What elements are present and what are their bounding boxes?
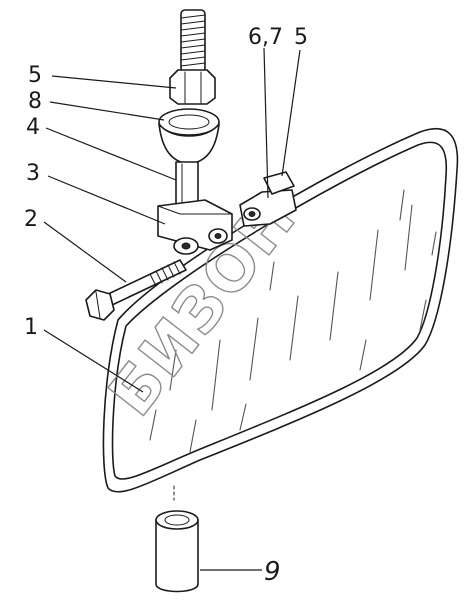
leader-lines (43, 47, 301, 571)
callout-1: 1 (24, 315, 38, 340)
callout-9: 9 (264, 557, 281, 587)
nut-top (169, 69, 216, 105)
callout-6-7: 6,7 (248, 25, 283, 50)
threaded-stud (180, 9, 206, 73)
callout-5-top: 5 (28, 63, 42, 88)
callout-3: 3 (26, 161, 40, 186)
callouts: 5 8 4 3 2 1 6,7 5 9 (24, 25, 308, 587)
callout-5-right: 5 (294, 25, 308, 50)
clamp-assembly (239, 171, 297, 227)
bracket (157, 199, 233, 255)
adjusting-bolt (85, 259, 187, 321)
tube (155, 485, 199, 593)
callout-2: 2 (24, 207, 38, 232)
mirror-glass-hatching (149, 189, 437, 453)
callout-4: 4 (26, 115, 40, 140)
callout-8: 8 (28, 89, 42, 114)
rubber-sleeve (158, 108, 220, 165)
